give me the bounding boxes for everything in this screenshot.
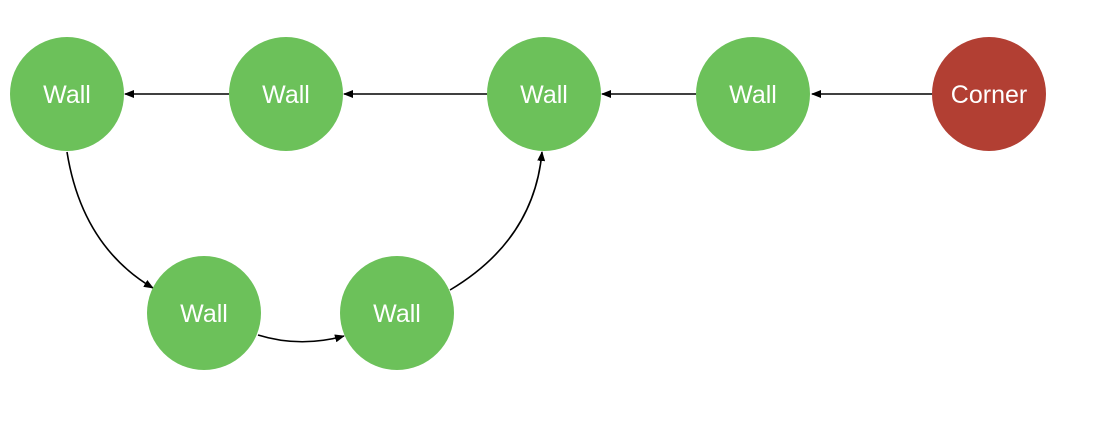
node-label: Wall: [262, 81, 310, 109]
node-label: Wall: [373, 300, 421, 328]
node-label: Wall: [520, 81, 568, 109]
node-circle: [487, 37, 601, 151]
edge-wall-1-to-wall-6: [66, 151, 154, 289]
node-circle: [932, 37, 1046, 151]
node-wall-1: Wall: [10, 37, 124, 151]
node-circle: [147, 256, 261, 370]
node-label: Wall: [43, 81, 91, 109]
node-label: Wall: [180, 300, 228, 328]
node-circle: [340, 256, 454, 370]
node-wall-4: Wall: [696, 37, 810, 151]
node-wall-3: Wall: [487, 37, 601, 151]
edge-wall-6-to-wall-7: [257, 334, 345, 343]
node-wall-7: Wall: [340, 256, 454, 370]
node-circle: [229, 37, 343, 151]
node-label: Wall: [729, 81, 777, 109]
node-circle: [10, 37, 124, 151]
node-wall-2: Wall: [229, 37, 343, 151]
node-wall-6: Wall: [147, 256, 261, 370]
node-circle: [696, 37, 810, 151]
edges: [66, 90, 932, 343]
node-label: Corner: [951, 81, 1027, 109]
node-corner: Corner: [932, 37, 1046, 151]
edge-wall-7-to-wall-3: [449, 151, 546, 291]
